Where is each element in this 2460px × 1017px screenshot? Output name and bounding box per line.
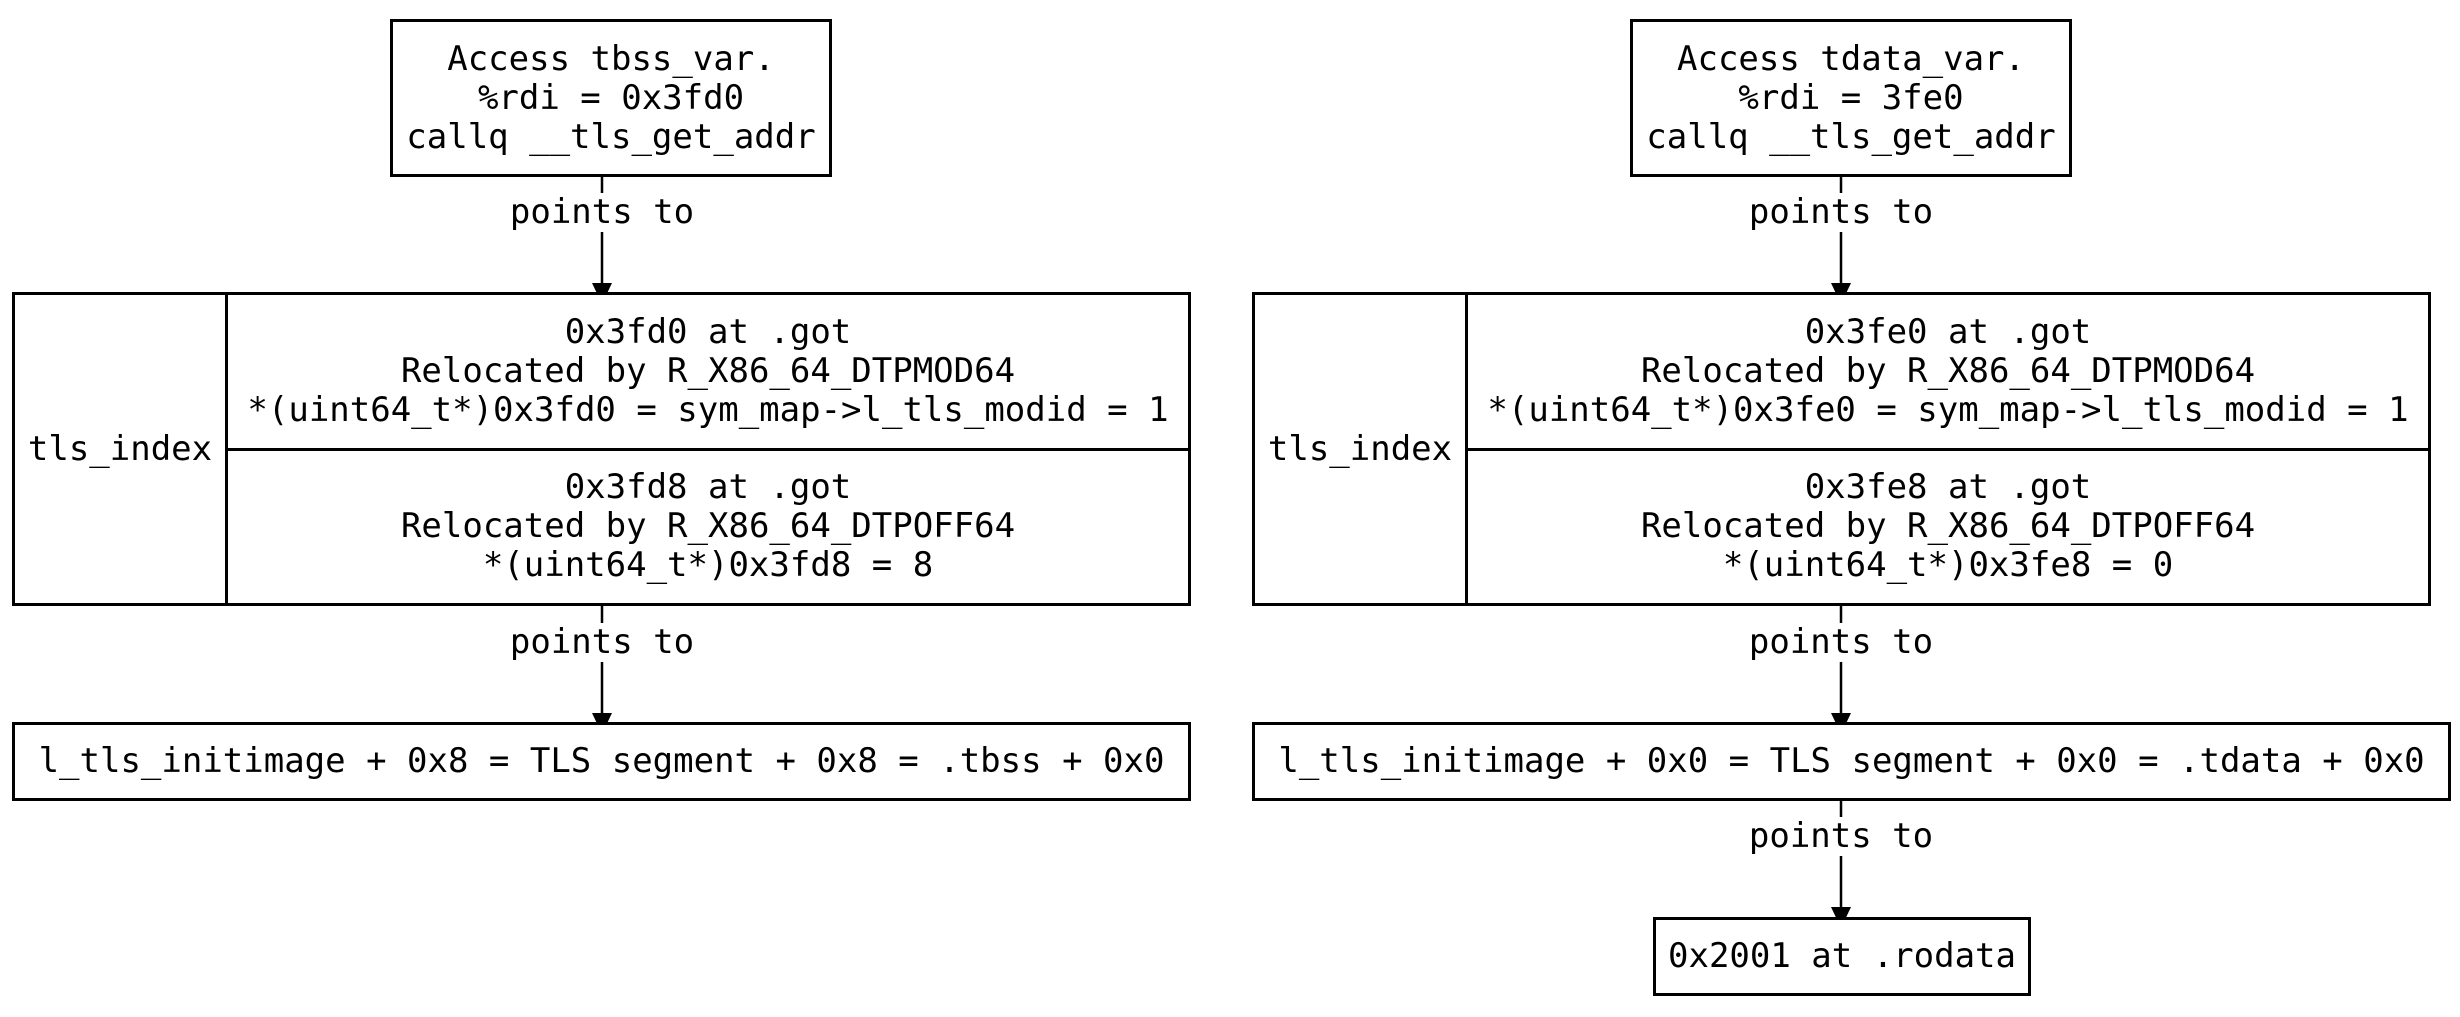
left-access-line-3: callq __tls_get_addr <box>406 116 816 157</box>
right-modid-line-1: 0x3fe0 at .got <box>1804 311 2092 352</box>
left-target-text: l_tls_initimage + 0x8 = TLS segment + 0x… <box>38 741 1165 781</box>
right-value-text: 0x2001 at .rodata <box>1668 936 2016 976</box>
right-modid-line-2: Relocated by R_X86_64_DTPMOD64 <box>1640 350 2256 391</box>
left-record-fields: 0x3fd0 at .got Relocated by R_X86_64_DTP… <box>228 295 1188 603</box>
right-modid-line-3: *(uint64_t*)0x3fe0 = sym_map->l_tls_modi… <box>1487 389 2409 430</box>
left-access-line-2: %rdi = 0x3fd0 <box>477 77 745 118</box>
left-modid-line-1: 0x3fd0 at .got <box>564 311 852 352</box>
left-field-modid: 0x3fd0 at .got Relocated by R_X86_64_DTP… <box>228 295 1188 448</box>
right-access-line-3: callq __tls_get_addr <box>1646 116 2056 157</box>
right-record-fields: 0x3fe0 at .got Relocated by R_X86_64_DTP… <box>1468 295 2428 603</box>
edge-label-right-2: points to <box>1746 622 1936 662</box>
left-field-offset: 0x3fd8 at .got Relocated by R_X86_64_DTP… <box>228 447 1188 604</box>
left-modid-line-3: *(uint64_t*)0x3fd0 = sym_map->l_tls_modi… <box>247 389 1169 430</box>
left-offset-line-3: *(uint64_t*)0x3fd8 = 8 <box>482 545 934 586</box>
right-access-node: Access tdata_var. %rdi = 3fe0 callq __tl… <box>1630 19 2072 177</box>
left-access-line-1: Access tbss_var. <box>447 38 775 79</box>
left-tls-index-record: tls_index 0x3fd0 at .got Relocated by R_… <box>12 292 1191 606</box>
edge-label-right-1: points to <box>1746 192 1936 232</box>
right-tls-index-record: tls_index 0x3fe0 at .got Relocated by R_… <box>1252 292 2431 606</box>
right-target-text: l_tls_initimage + 0x0 = TLS segment + 0x… <box>1278 741 2425 781</box>
edge-label-left-2: points to <box>507 622 697 662</box>
edge-label-left-1: points to <box>507 192 697 232</box>
right-value-node: 0x2001 at .rodata <box>1653 917 2031 996</box>
left-modid-line-2: Relocated by R_X86_64_DTPMOD64 <box>400 350 1016 391</box>
left-record-label: tls_index <box>15 295 228 603</box>
right-access-line-1: Access tdata_var. <box>1677 38 2025 79</box>
right-offset-line-2: Relocated by R_X86_64_DTPOFF64 <box>1640 506 2256 547</box>
left-target-node: l_tls_initimage + 0x8 = TLS segment + 0x… <box>12 722 1191 801</box>
right-offset-line-3: *(uint64_t*)0x3fe8 = 0 <box>1722 545 2174 586</box>
right-access-line-2: %rdi = 3fe0 <box>1738 77 1964 118</box>
right-record-label: tls_index <box>1255 295 1468 603</box>
left-offset-line-1: 0x3fd8 at .got <box>564 467 852 508</box>
right-field-offset: 0x3fe8 at .got Relocated by R_X86_64_DTP… <box>1468 447 2428 604</box>
edge-label-right-3: points to <box>1746 816 1936 856</box>
right-offset-line-1: 0x3fe8 at .got <box>1804 467 2092 508</box>
right-field-modid: 0x3fe0 at .got Relocated by R_X86_64_DTP… <box>1468 295 2428 448</box>
left-access-node: Access tbss_var. %rdi = 0x3fd0 callq __t… <box>390 19 832 177</box>
right-target-node: l_tls_initimage + 0x0 = TLS segment + 0x… <box>1252 722 2451 801</box>
left-offset-line-2: Relocated by R_X86_64_DTPOFF64 <box>400 506 1016 547</box>
